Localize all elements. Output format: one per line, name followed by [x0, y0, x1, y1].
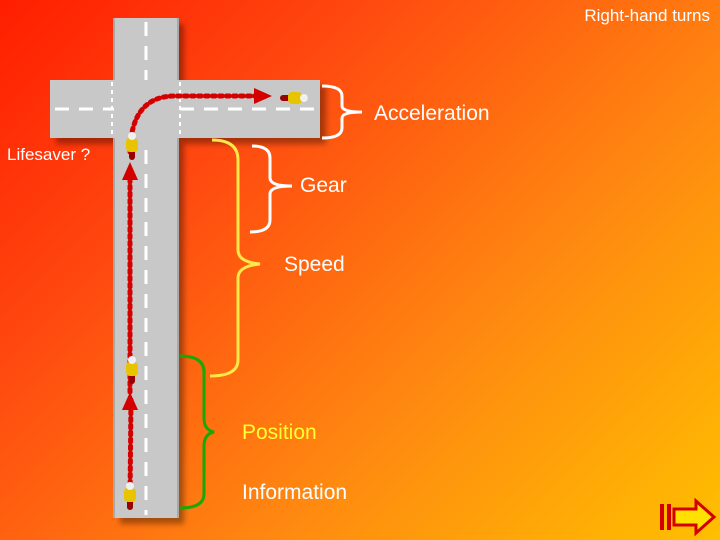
route-arrowhead	[122, 162, 138, 180]
acceleration-label: Acceleration	[374, 102, 490, 125]
brace-acceleration	[321, 84, 363, 140]
position-label: Position	[242, 421, 317, 444]
information-label: Information	[242, 481, 348, 504]
route-arrowhead	[122, 392, 138, 410]
motorcycle-icon	[124, 482, 136, 510]
route-arrowhead	[254, 88, 272, 104]
next-arrow-icon[interactable]	[660, 497, 717, 537]
lane-markings	[55, 22, 318, 515]
brace-information	[179, 354, 215, 510]
road-edges	[113, 18, 179, 518]
motorcycle-icon	[126, 132, 138, 160]
lifesaver-label: Lifesaver ?	[7, 145, 91, 164]
junction-lines	[111, 82, 181, 136]
speed-label: Speed	[284, 253, 345, 276]
brace-speed	[209, 138, 261, 378]
gear-label: Gear	[300, 174, 347, 197]
motorcycle-icon	[280, 92, 308, 104]
motorcycle-icon	[126, 356, 138, 384]
slide-title: Right-hand turns	[584, 6, 710, 25]
brace-gear	[249, 144, 293, 234]
